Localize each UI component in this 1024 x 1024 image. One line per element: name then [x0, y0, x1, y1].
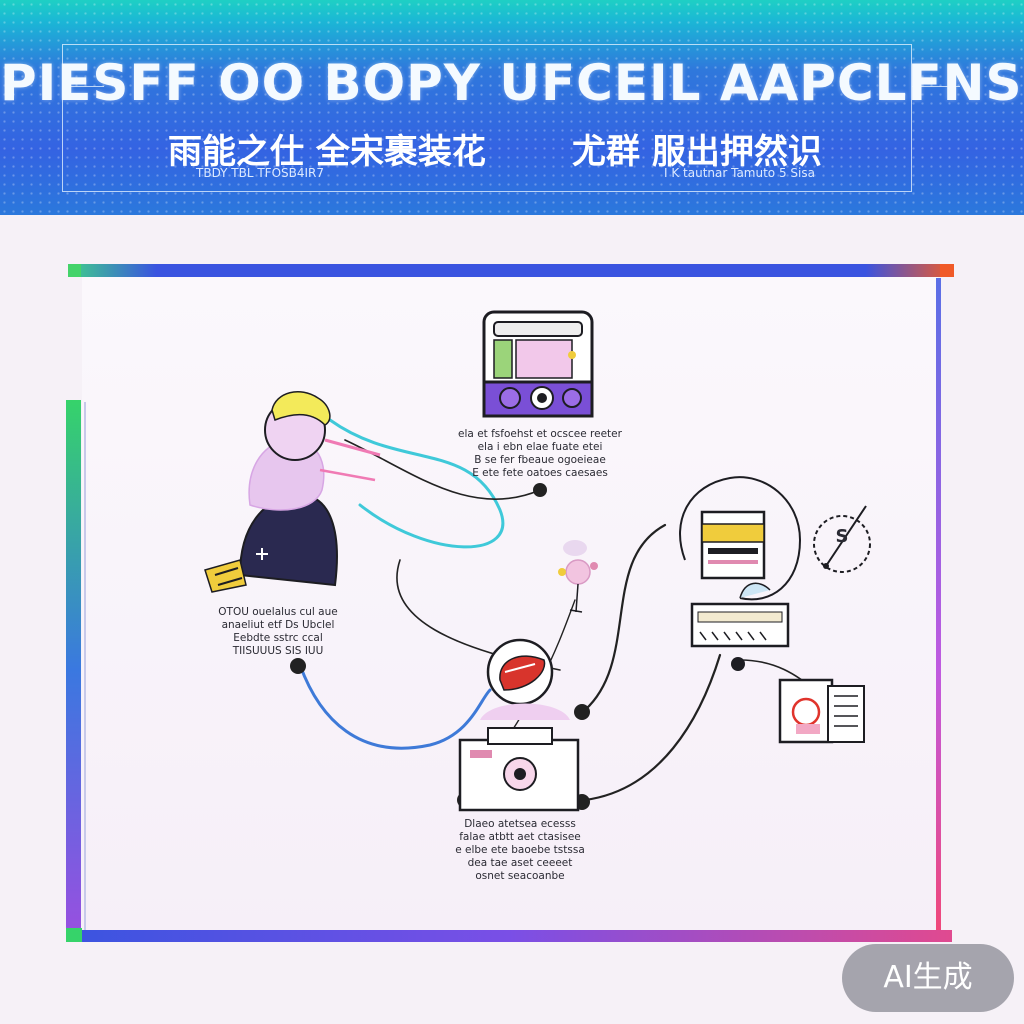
banner-small-text-left: TBDY TBL TFOSB4IR7 [196, 166, 325, 180]
cloud-display-icon [679, 476, 802, 601]
camera-machine-icon [458, 638, 580, 812]
banner-rule-right [912, 86, 960, 87]
connector-left-to-camera [298, 663, 492, 750]
machine-panel-icon [690, 602, 790, 671]
board-frame-right [936, 278, 941, 932]
frame-corner-top-left [68, 264, 81, 277]
device-console-icon [482, 310, 594, 418]
frame-corner-top-right [940, 264, 954, 277]
frame-corner-bottom-left [66, 928, 82, 942]
banner-rule-left [64, 86, 104, 87]
board-frame-left [66, 400, 81, 940]
banner-texture [0, 0, 1024, 215]
banner-frame [62, 44, 912, 192]
small-character-icon [558, 540, 598, 613]
caption-bottom: Dlaeo atetsea ecesss falae atbtt aet cta… [455, 818, 585, 882]
banner-title: PIESFF OO BOPY UFCEIL AAPCLFNSIR [0, 54, 1024, 112]
stopwatch-icon [813, 505, 871, 573]
connector-node-camera-right [574, 704, 590, 720]
connector-node-left [290, 658, 306, 674]
connector-machine-to-camera [583, 653, 722, 802]
person-figure-icon [204, 391, 381, 593]
ai-generated-badge: AI生成 [842, 944, 1014, 1012]
board-frame-top [68, 264, 954, 277]
caption-top: ela et fsfoehst et ocscee reeter ela i e… [458, 428, 622, 479]
caption-left: OTOU ouelalus cul aue anaeliut etf Ds Ub… [218, 606, 338, 657]
connector-person-to-center [328, 418, 505, 549]
board-frame-bottom [66, 930, 952, 942]
banner-subtitle-left: 雨能之仕 全宋裹装花 [168, 132, 486, 172]
connector-cloud-to-camera [583, 523, 667, 712]
document-box-icon [778, 678, 865, 744]
stopwatch-label: S [835, 526, 849, 547]
board-frame-left-inner [84, 402, 86, 932]
banner-small-text-right: I K tautnar Tamuto 5 Sisa [664, 166, 815, 180]
connector-node-top [533, 483, 547, 497]
banner-subtitle-right: 尤群 服出押然识 [572, 132, 822, 172]
header-banner: PIESFF OO BOPY UFCEIL AAPCLFNSIR 雨能之仕 全宋… [0, 0, 1024, 215]
